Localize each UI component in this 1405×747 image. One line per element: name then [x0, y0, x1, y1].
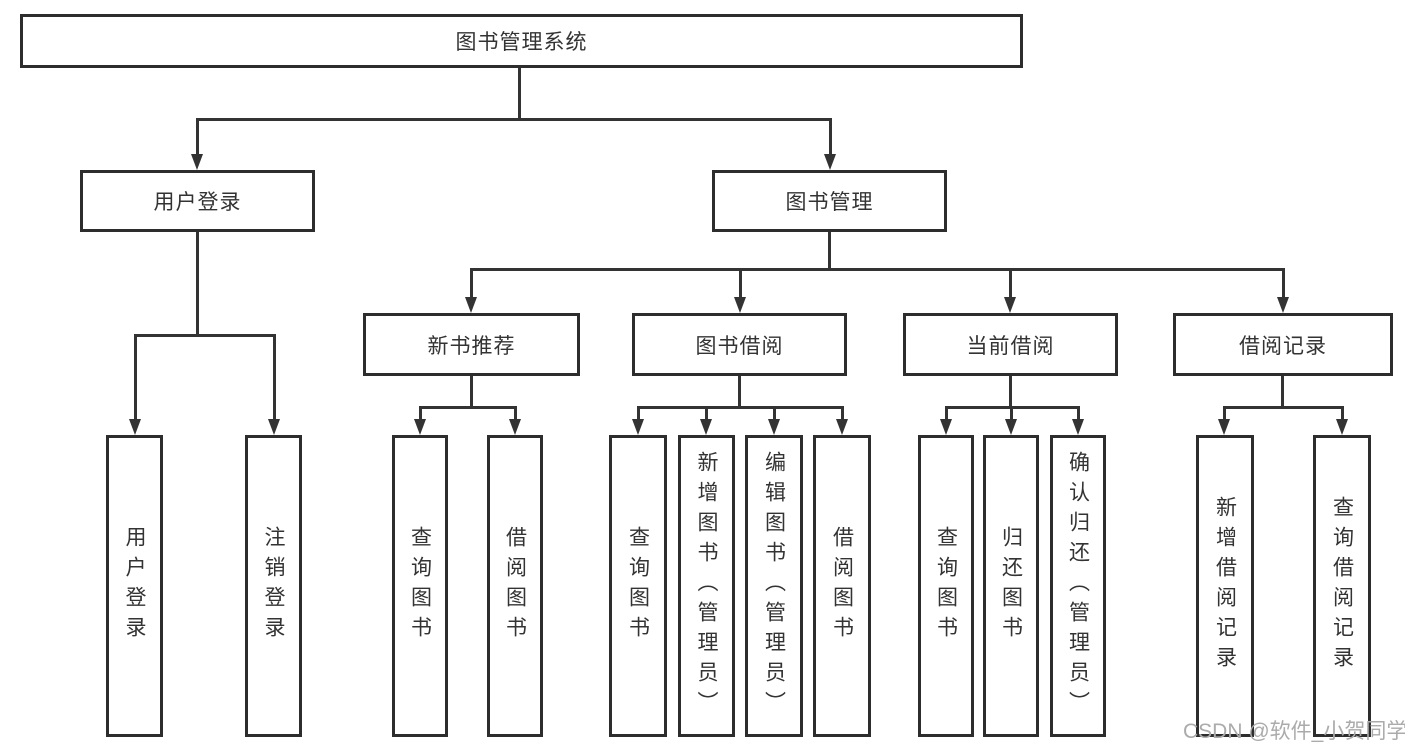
- node-label: 图书管理系统: [455, 31, 588, 54]
- arrow-down-icon: [632, 419, 644, 435]
- arrow-down-icon: [509, 419, 521, 435]
- node-book-borrow: 图书借阅: [632, 313, 847, 376]
- edge-line: [419, 406, 422, 421]
- arrow-down-icon: [1277, 297, 1289, 313]
- arrow-down-icon: [940, 419, 952, 435]
- edge-line: [134, 334, 137, 421]
- leaf-query-books-3: 查询图书: [918, 435, 974, 737]
- leaf-label: 查询图书: [626, 526, 650, 646]
- edge-line: [1282, 268, 1285, 299]
- arrow-down-icon: [268, 419, 280, 435]
- edge-line: [828, 232, 831, 271]
- edge-line: [1281, 376, 1284, 408]
- edge-line: [134, 334, 276, 337]
- leaf-return-book: 归还图书: [983, 435, 1039, 737]
- node-book-management: 图书管理: [712, 170, 947, 232]
- edge-line: [419, 406, 517, 409]
- arrow-down-icon: [836, 419, 848, 435]
- leaf-label: 借阅图书: [503, 526, 527, 646]
- edge-line: [470, 268, 1285, 271]
- edge-line: [1010, 406, 1013, 421]
- edge-line: [829, 118, 832, 156]
- leaf-borrow-books-2: 借阅图书: [813, 435, 871, 737]
- edge-line: [196, 118, 831, 121]
- node-library-system: 图书管理系统: [20, 14, 1023, 68]
- arrow-down-icon: [1336, 419, 1348, 435]
- leaf-label: 确认归还（管理员）: [1066, 451, 1090, 721]
- edge-line: [273, 334, 276, 421]
- leaf-label: 编辑图书（管理员）: [762, 451, 786, 721]
- edge-line: [637, 406, 640, 421]
- node-user-login: 用户登录: [80, 170, 315, 232]
- edge-line: [470, 268, 473, 299]
- node-current-borrow: 当前借阅: [903, 313, 1118, 376]
- leaf-label: 新增图书（管理员）: [695, 451, 719, 721]
- node-label: 当前借阅: [966, 334, 1055, 358]
- leaf-label: 查询借阅记录: [1330, 496, 1354, 676]
- leaf-query-borrow-record: 查询借阅记录: [1313, 435, 1371, 737]
- leaf-borrow-books: 借阅图书: [487, 435, 543, 737]
- edge-line: [945, 406, 948, 421]
- leaf-label: 用户登录: [123, 526, 147, 646]
- arrow-down-icon: [1072, 419, 1084, 435]
- node-label: 图书借阅: [695, 334, 784, 358]
- leaf-label: 归还图书: [999, 526, 1023, 646]
- arrow-down-icon: [768, 419, 780, 435]
- node-new-book-recommend: 新书推荐: [363, 313, 580, 376]
- arrow-down-icon: [191, 154, 203, 170]
- edge-line: [773, 406, 776, 421]
- edge-line: [196, 232, 199, 336]
- leaf-label: 借阅图书: [830, 526, 854, 646]
- arrow-down-icon: [700, 419, 712, 435]
- arrow-down-icon: [465, 297, 477, 313]
- edge-line: [1009, 268, 1012, 299]
- leaf-label: 查询图书: [408, 526, 432, 646]
- edge-line: [1223, 406, 1344, 409]
- edge-line: [514, 406, 517, 421]
- leaf-confirm-return-admin: 确认归还（管理员）: [1050, 435, 1106, 737]
- node-borrow-records: 借阅记录: [1173, 313, 1393, 376]
- edge-line: [705, 406, 708, 421]
- csdn-watermark: CSDN @软件_小贺同学: [1183, 720, 1405, 743]
- node-label: 借阅记录: [1239, 334, 1327, 358]
- edge-line: [1341, 406, 1344, 421]
- leaf-label: 查询图书: [934, 526, 958, 646]
- leaf-query-books-2: 查询图书: [609, 435, 667, 737]
- arrow-down-icon: [1218, 419, 1230, 435]
- node-label: 用户登录: [153, 191, 242, 214]
- edge-line: [739, 268, 742, 299]
- leaf-user-login: 用户登录: [106, 435, 163, 737]
- arrow-down-icon: [414, 419, 426, 435]
- arrow-down-icon: [1004, 297, 1016, 313]
- node-label: 图书管理: [785, 191, 874, 214]
- leaf-label: 注销登录: [262, 526, 286, 646]
- arrow-down-icon: [129, 419, 141, 435]
- edge-line: [518, 68, 521, 121]
- leaf-logout: 注销登录: [245, 435, 302, 737]
- edge-line: [841, 406, 844, 421]
- edge-line: [1009, 376, 1012, 408]
- node-label: 新书推荐: [427, 334, 516, 358]
- arrow-down-icon: [734, 297, 746, 313]
- edge-line: [738, 376, 741, 408]
- edge-line: [1223, 406, 1226, 421]
- leaf-edit-book-admin: 编辑图书（管理员）: [745, 435, 803, 737]
- leaf-add-book-admin: 新增图书（管理员）: [678, 435, 735, 737]
- edge-line: [470, 376, 473, 408]
- edge-line: [196, 118, 199, 156]
- edge-line: [637, 406, 844, 409]
- leaf-add-borrow-record: 新增借阅记录: [1196, 435, 1254, 737]
- arrow-down-icon: [1005, 419, 1017, 435]
- leaf-label: 新增借阅记录: [1213, 496, 1237, 676]
- edge-line: [1077, 406, 1080, 421]
- leaf-query-books: 查询图书: [392, 435, 448, 737]
- arrow-down-icon: [824, 154, 836, 170]
